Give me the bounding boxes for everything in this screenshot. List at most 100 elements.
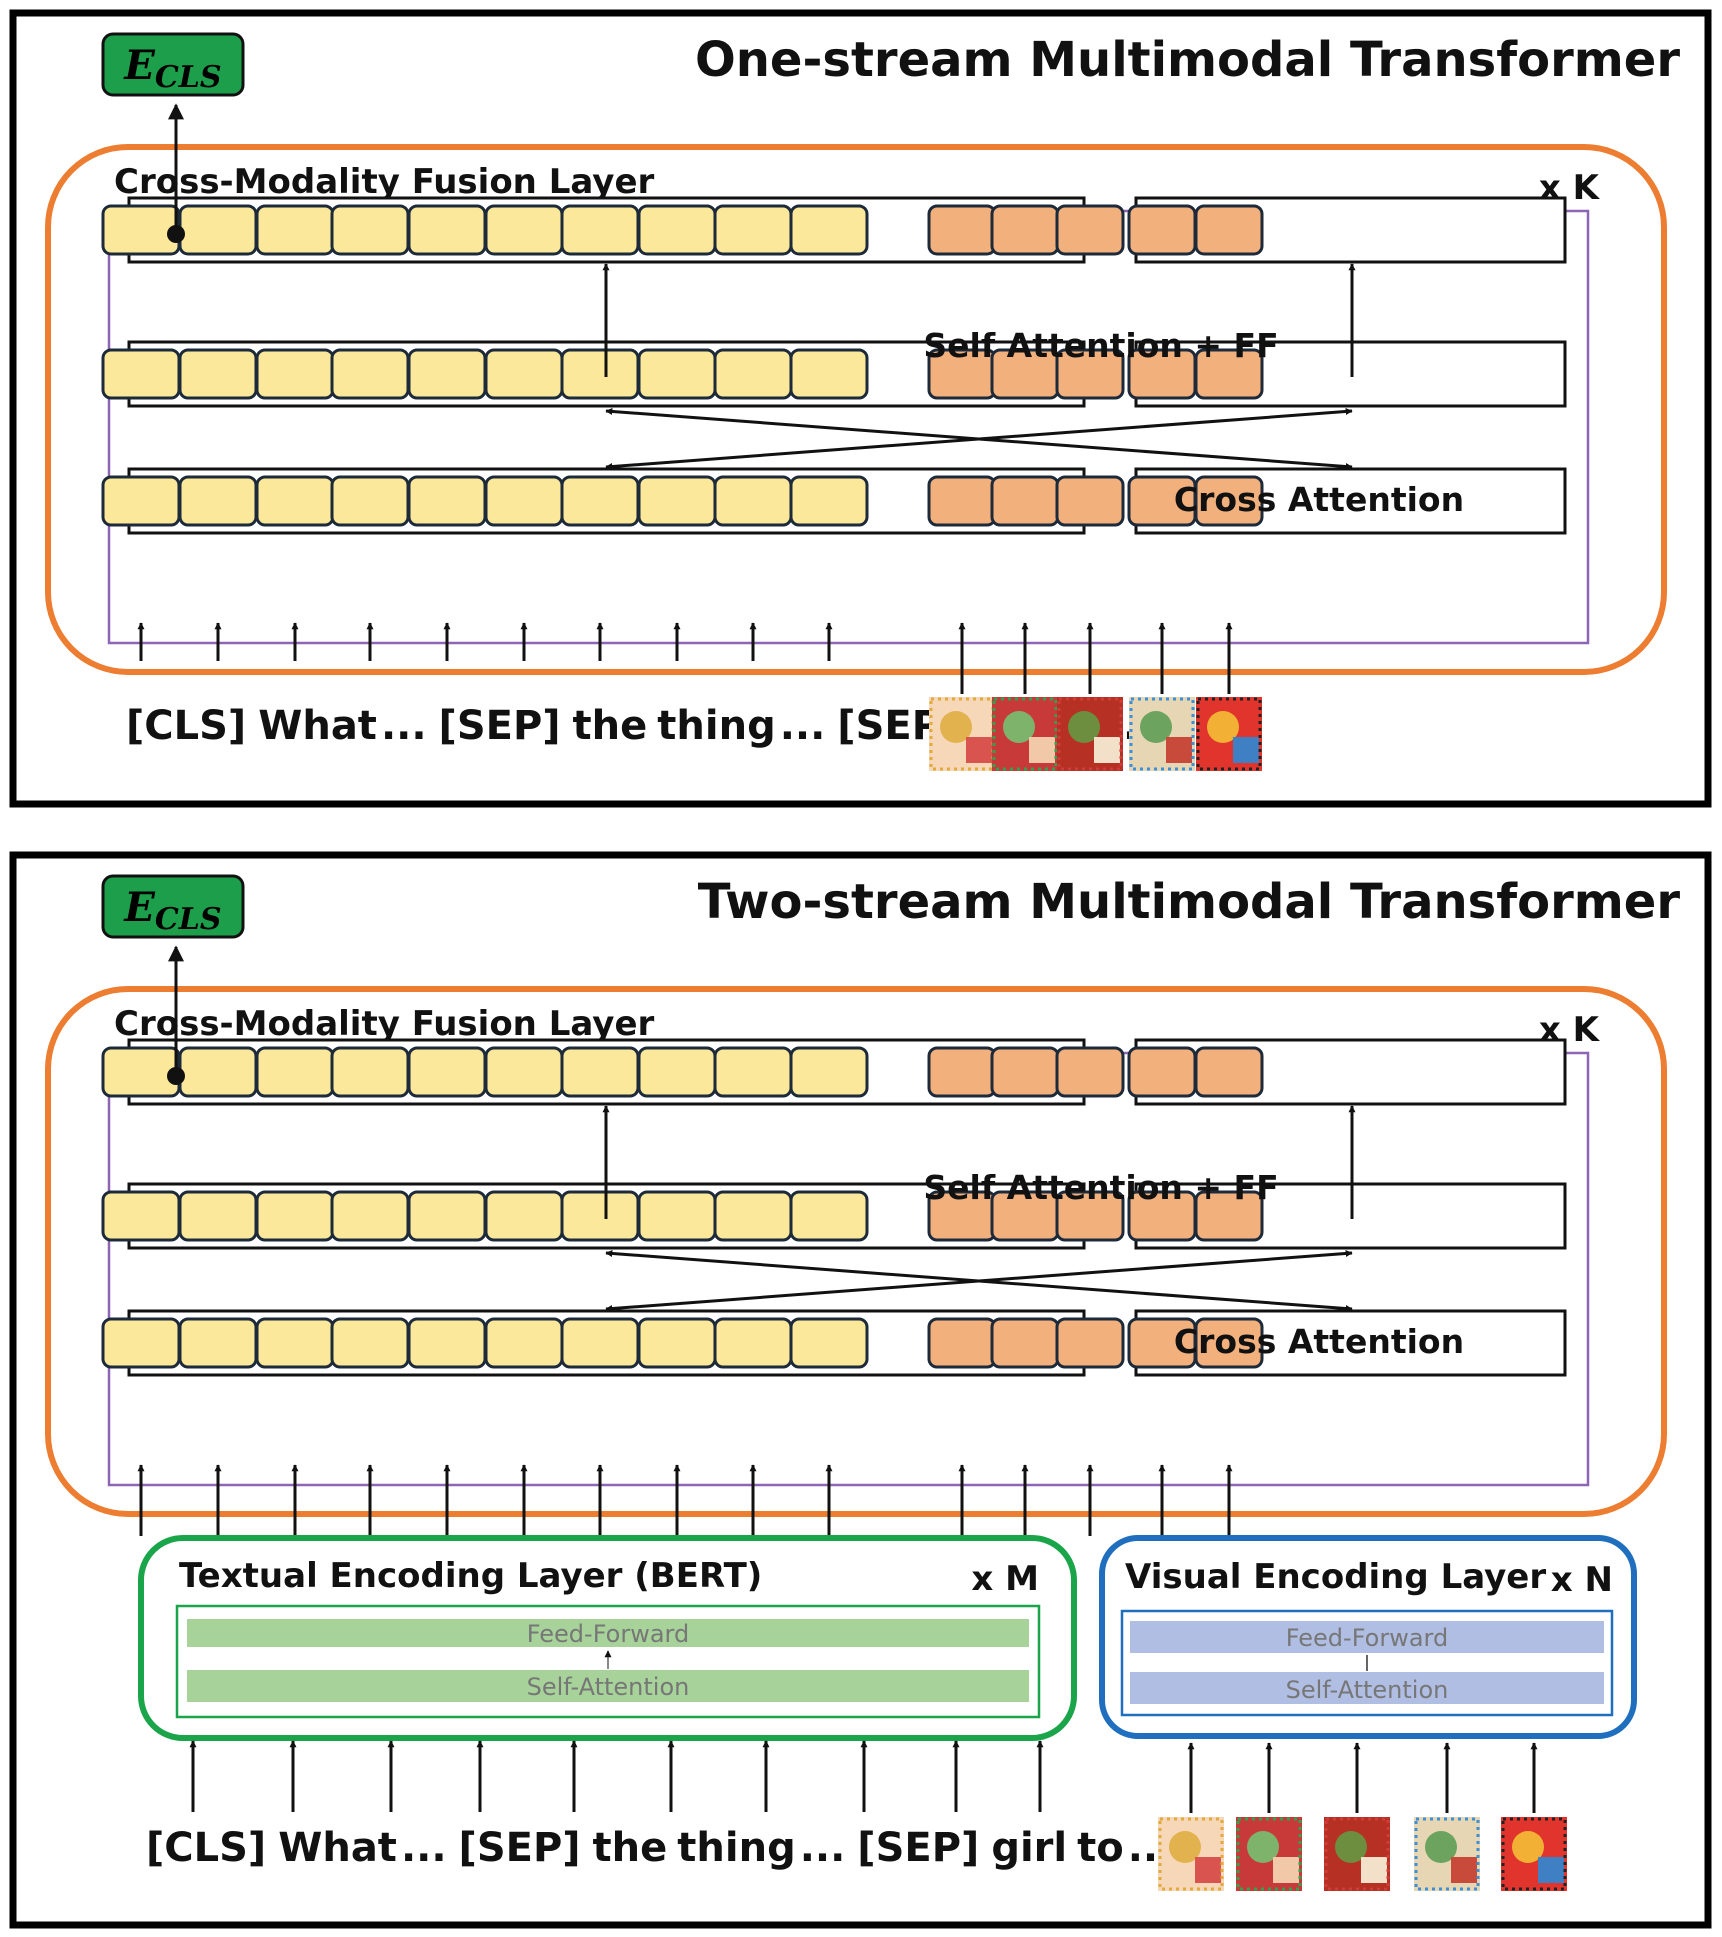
image-token-2	[990, 1317, 1060, 1369]
text-token-1	[101, 348, 181, 400]
image-token-3	[1055, 475, 1125, 527]
image-token-4	[1127, 204, 1197, 256]
input-token: the	[593, 1825, 668, 1871]
text-token-4	[330, 1317, 410, 1369]
image-region-sandwich-icon	[1414, 1817, 1480, 1891]
image-region-drink-icon	[1236, 1817, 1302, 1891]
text-token-9	[713, 1046, 793, 1098]
image-region-box	[1501, 1817, 1567, 1891]
input-token: [SEP]	[439, 703, 561, 749]
cross-attention-label: Cross Attention	[1174, 480, 1464, 519]
text-token-10	[789, 1046, 869, 1098]
image-token-5	[1194, 204, 1264, 256]
token-row-3	[101, 1309, 1567, 1377]
text-token-4	[330, 204, 410, 256]
image-region-shape	[1029, 737, 1055, 763]
input-token: What	[278, 1825, 397, 1871]
text-token-7	[560, 348, 640, 400]
image-token-5	[1194, 475, 1264, 527]
ecls-main: E	[123, 884, 155, 931]
text-token-1	[101, 204, 181, 256]
image-token-1	[927, 1046, 997, 1098]
image-region-box	[1158, 1817, 1224, 1891]
text-token-3	[255, 475, 335, 527]
cross-attention-label: Cross Attention	[1174, 1322, 1464, 1361]
text-token-8	[637, 204, 717, 256]
text-token-10	[789, 348, 869, 400]
text-token-10	[789, 204, 869, 256]
textual-feed-forward-label: Feed-Forward	[527, 1620, 689, 1648]
image-region-girl-icon	[1158, 1817, 1224, 1891]
image-token-2	[990, 1046, 1060, 1098]
visual-self-attention-label: Self-Attention	[1286, 1676, 1449, 1704]
image-region-shape	[1538, 1857, 1564, 1883]
visual-self-attention-bar	[1130, 1672, 1604, 1704]
textual-encoding-layer: Textual Encoding Layer (BERT) x M Feed-For…	[138, 1535, 1077, 1741]
image-token-3	[1055, 348, 1125, 400]
text-token-3	[255, 204, 335, 256]
fusion-layer-frame	[45, 986, 1667, 1517]
visual-feed-forward-label: Feed-Forward	[1286, 1624, 1448, 1652]
text-token-5	[407, 1190, 487, 1242]
image-token-5	[1194, 1317, 1264, 1369]
panel-frame	[9, 9, 1712, 808]
text-token-5	[407, 1046, 487, 1098]
image-region-shape	[1140, 711, 1172, 743]
image-region-shape	[966, 737, 992, 763]
image-region-shape	[1451, 1857, 1477, 1883]
image-region-box	[929, 697, 995, 771]
textual-encoder-repeat: x M	[971, 1559, 1039, 1599]
input-token: thing	[657, 703, 775, 749]
ecls-box	[101, 32, 245, 97]
text-token-1	[101, 1317, 181, 1369]
text-token-3	[255, 1317, 335, 1369]
textual-self-attention-bar	[187, 1670, 1029, 1702]
input-token: to	[1077, 1825, 1124, 1871]
panel-1: One-stream Multimodal TransformerCross-M…	[9, 9, 1712, 808]
input-token: What	[258, 703, 377, 749]
visual-encoder-repeat: x N	[1551, 1560, 1613, 1600]
image-region-shape	[1361, 1857, 1387, 1883]
visual-encoder-label: Visual Encoding Layer	[1125, 1557, 1546, 1597]
input-token: girl	[991, 1825, 1067, 1871]
text-token-4	[330, 348, 410, 400]
text-token-3	[255, 348, 335, 400]
ecls-output-box: ECLS	[101, 874, 245, 939]
text-token-2	[178, 1046, 258, 1098]
image-region-shape	[1003, 711, 1035, 743]
image-region-box	[1196, 697, 1262, 771]
fusion-layer-label: Cross-Modality Fusion Layer	[114, 162, 655, 202]
fusion-layer-label: Cross-Modality Fusion Layer	[114, 1004, 655, 1044]
text-token-8	[637, 1190, 717, 1242]
text-token-5	[407, 204, 487, 256]
input-token: ...	[800, 1825, 846, 1871]
image-region-shape	[1207, 711, 1239, 743]
text-token-9	[713, 1190, 793, 1242]
image-region-salad-icon	[1057, 697, 1123, 771]
text-token-2	[178, 204, 258, 256]
input-token: ...	[381, 703, 427, 749]
image-token-3	[1055, 1046, 1125, 1098]
image-region-drink-icon	[992, 697, 1058, 771]
textual-encoder-inner	[175, 1604, 1041, 1719]
image-region-box	[1324, 1817, 1390, 1891]
text-token-1	[101, 475, 181, 527]
ecls-output-box: ECLS	[101, 32, 245, 97]
text-token-6	[484, 204, 564, 256]
text-token-10	[789, 1190, 869, 1242]
text-token-7	[560, 204, 640, 256]
image-region-shape	[1247, 1831, 1279, 1863]
text-token-5	[407, 348, 487, 400]
image-region-sandwich-icon	[1129, 697, 1195, 771]
text-token-10	[789, 475, 869, 527]
text-token-8	[637, 475, 717, 527]
text-token-6	[484, 475, 564, 527]
image-region-shape	[1094, 737, 1120, 763]
self-attention-label: Self Attention + FF	[923, 1168, 1278, 1207]
text-token-8	[637, 1046, 717, 1098]
textual-encoder-label: Textual Encoding Layer (BERT)	[179, 1556, 762, 1596]
input-token: [CLS]	[146, 1825, 266, 1871]
image-token-1	[927, 204, 997, 256]
